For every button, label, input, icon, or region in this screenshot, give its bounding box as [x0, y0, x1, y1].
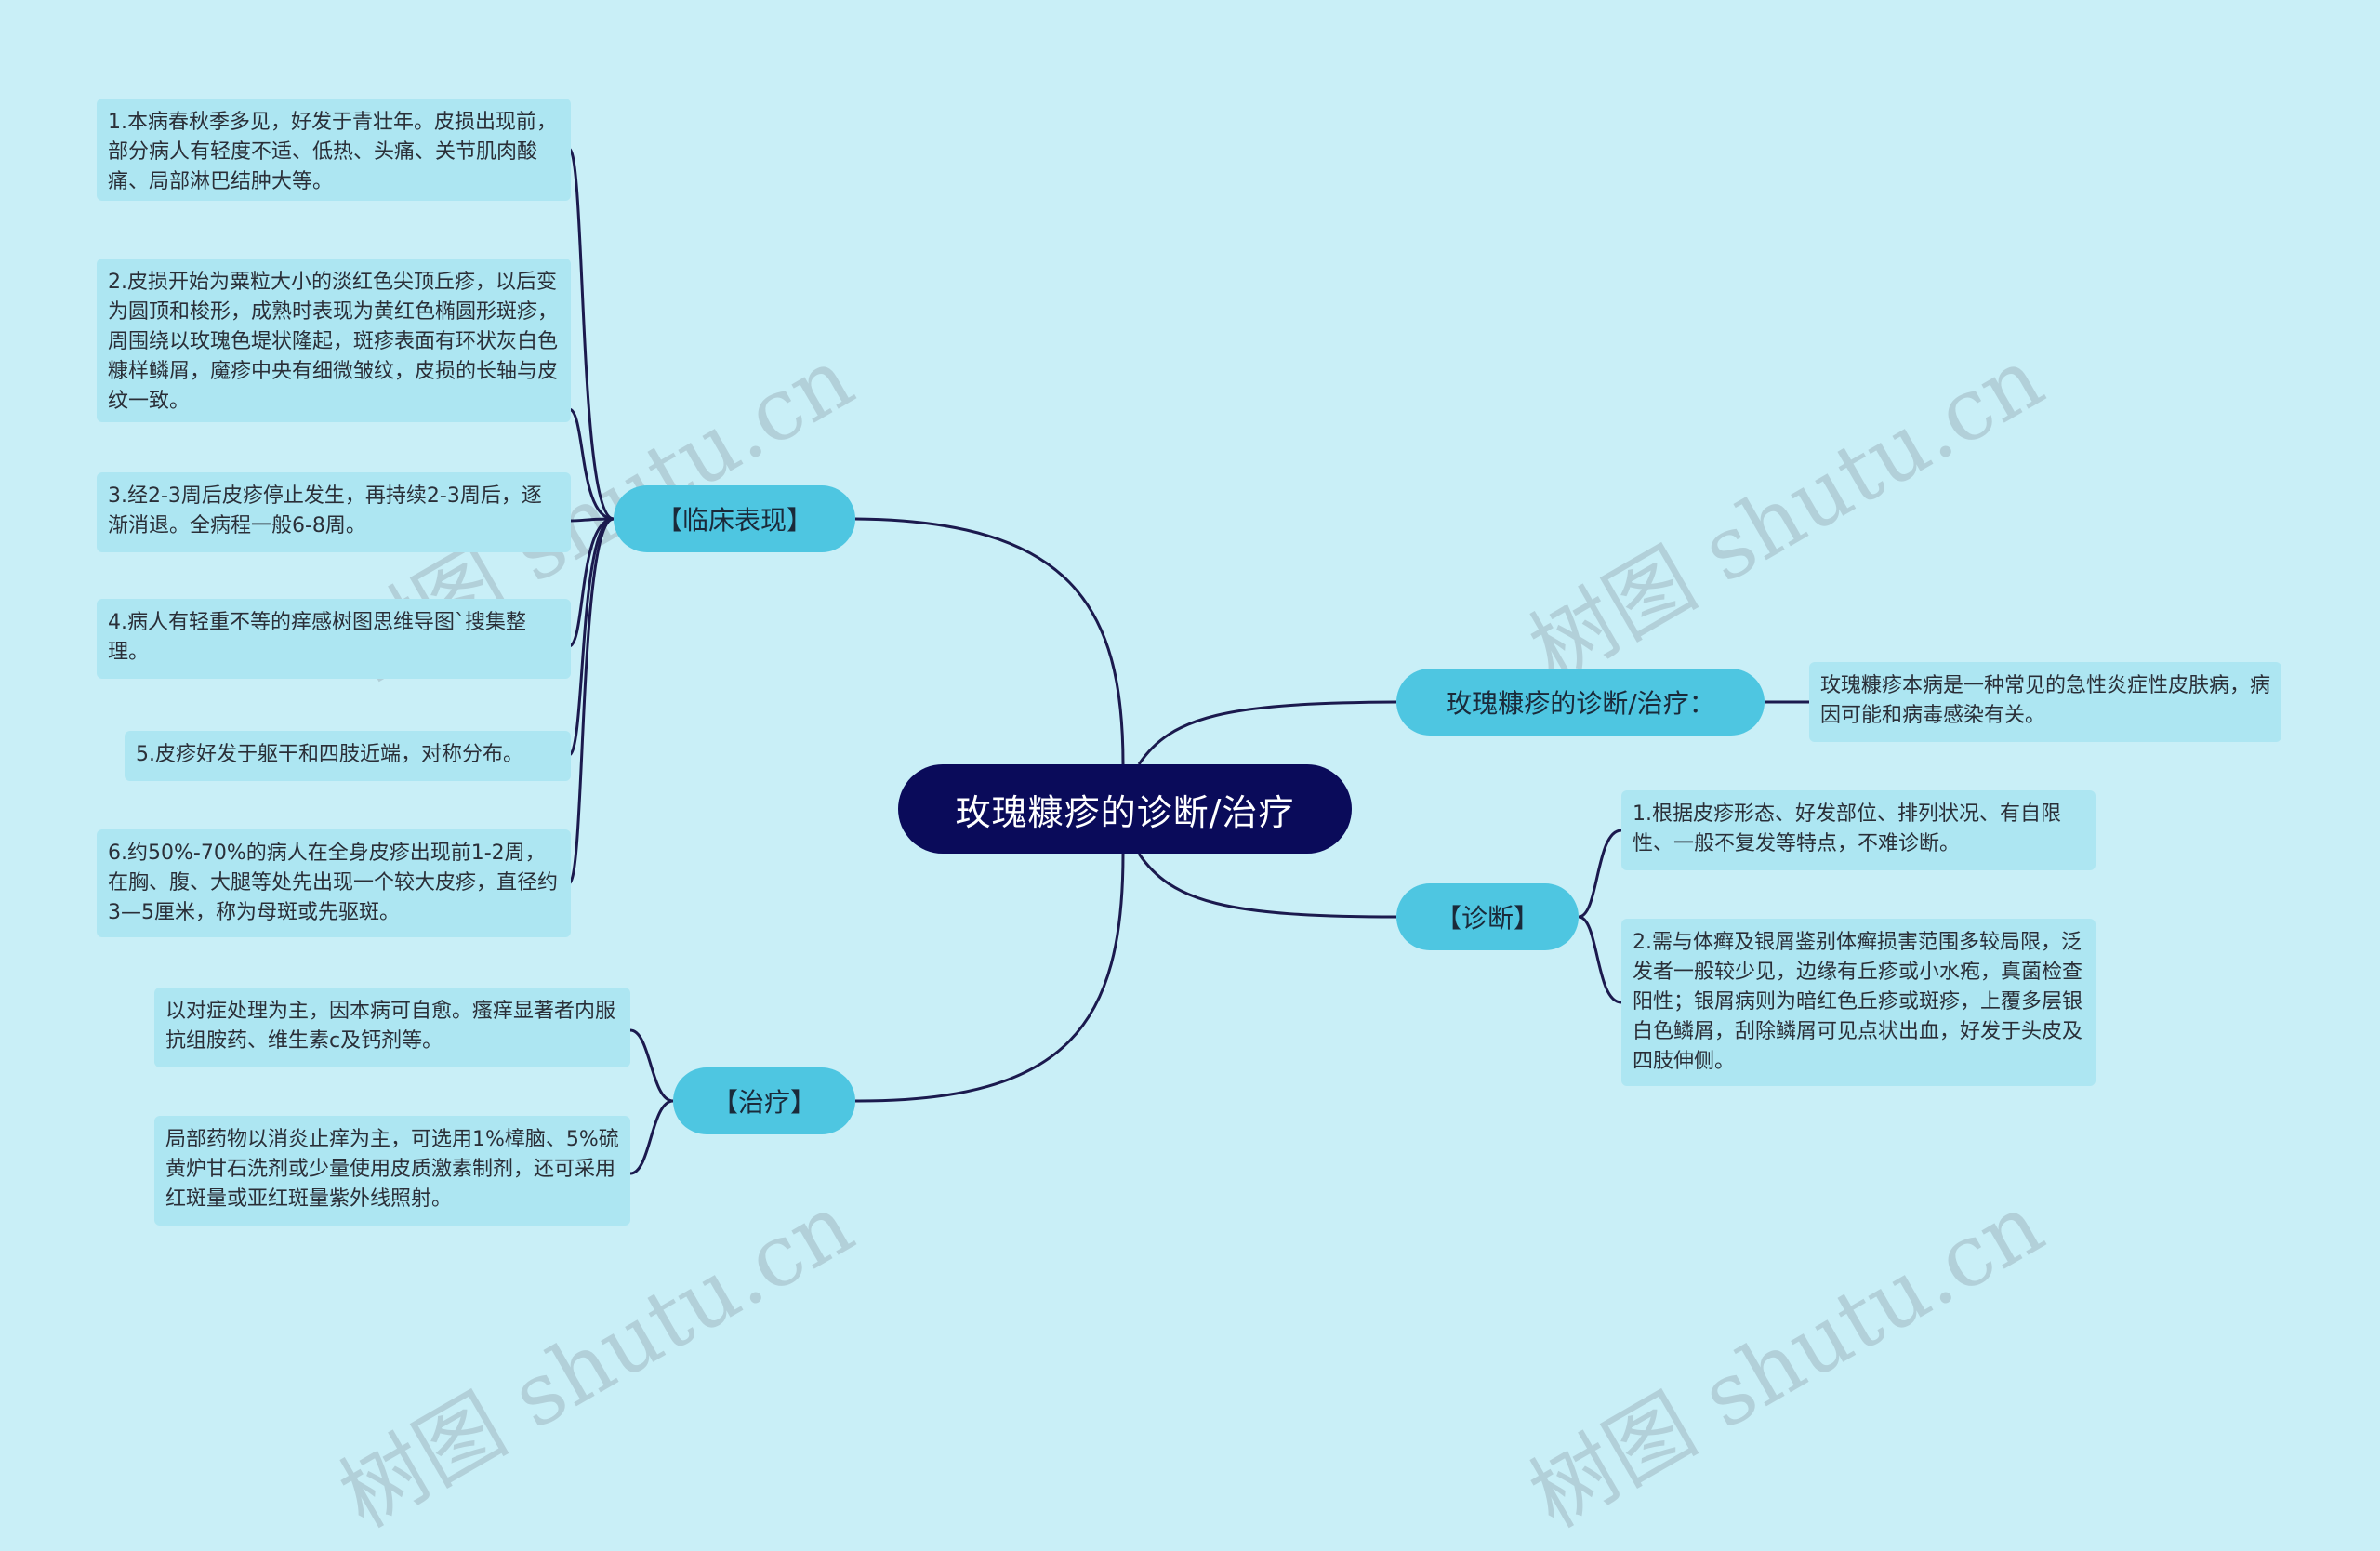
link-diagnosis-1 [1578, 829, 1622, 919]
root-topic[interactable]: 玫瑰糠疹的诊断/治疗 [898, 764, 1352, 854]
link-treatment-1 [629, 1028, 674, 1103]
leaf-treatment-1[interactable]: 以对症处理为主，因本病可自愈。瘙痒显著者内服抗组胺药、维生素c及钙剂等。 [154, 988, 630, 1067]
branch-treatment[interactable]: 【治疗】 [673, 1067, 855, 1134]
link-treatment-2 [629, 1099, 674, 1175]
leaf-clinical-5[interactable]: 5.皮疹好发于躯干和四肢近端，对称分布。 [125, 731, 571, 781]
leaf-diagnosis-1[interactable]: 1.根据皮疹形态、好发部位、排列状况、有自限性、一般不复发等特点，不难诊断。 [1621, 790, 2096, 870]
link-clinical-5 [567, 517, 615, 757]
leaf-diagnosis-2[interactable]: 2.需与体癣及银屑鉴别体癣损害范围多较局限，泛发者一般较少见，边缘有丘疹或小水疱… [1621, 919, 2096, 1086]
link-root-clinical [854, 517, 1125, 765]
link-clinical-2 [568, 407, 615, 521]
leaf-summary-1[interactable]: 玫瑰糠疹本病是一种常见的急性炎症性皮肤病，病因可能和病毒感染有关。 [1809, 662, 2281, 742]
connector-lines [567, 147, 1809, 1175]
link-root-treatment [854, 853, 1125, 1103]
leaf-clinical-3[interactable]: 3.经2-3周后皮疹停止发生，再持续2-3周后，逐渐消退。全病程一般6-8周。 [97, 472, 571, 552]
branch-summary[interactable]: 玫瑰糠疹的诊断/治疗： [1396, 669, 1765, 736]
branch-clinical-manifestations[interactable]: 【临床表现】 [614, 485, 855, 552]
leaf-clinical-1[interactable]: 1.本病春秋季多见，好发于青壮年。皮损出现前，部分病人有轻度不适、低热、头痛、关… [97, 99, 571, 201]
link-clinical-1 [567, 147, 615, 521]
link-diagnosis-2 [1578, 915, 1622, 1004]
leaf-clinical-4[interactable]: 4.病人有轻重不等的痒感树图思维导图`搜集整理。 [97, 599, 571, 679]
leaf-clinical-2[interactable]: 2.皮损开始为粟粒大小的淡红色尖顶丘疹，以后变为圆顶和梭形，成熟时表现为黄红色椭… [97, 258, 571, 422]
link-root-summary [1137, 700, 1397, 765]
branch-diagnosis[interactable]: 【诊断】 [1396, 883, 1579, 950]
link-clinical-6 [567, 517, 615, 885]
link-clinical-4 [568, 517, 615, 648]
mindmap-canvas: 树图 shutu.cn 树图 shutu.cn 树图 shutu.cn 树图 s… [97, 99, 2281, 1547]
leaf-clinical-6[interactable]: 6.约50%-70%的病人在全身皮疹出现前1-2周，在胸、腹、大腿等处先出现一个… [97, 829, 571, 937]
leaf-treatment-2[interactable]: 局部药物以消炎止痒为主，可选用1%樟脑、5%硫黄炉甘石洗剂或少量使用皮质激素制剂… [154, 1116, 630, 1226]
link-root-diagnosis [1137, 853, 1397, 919]
